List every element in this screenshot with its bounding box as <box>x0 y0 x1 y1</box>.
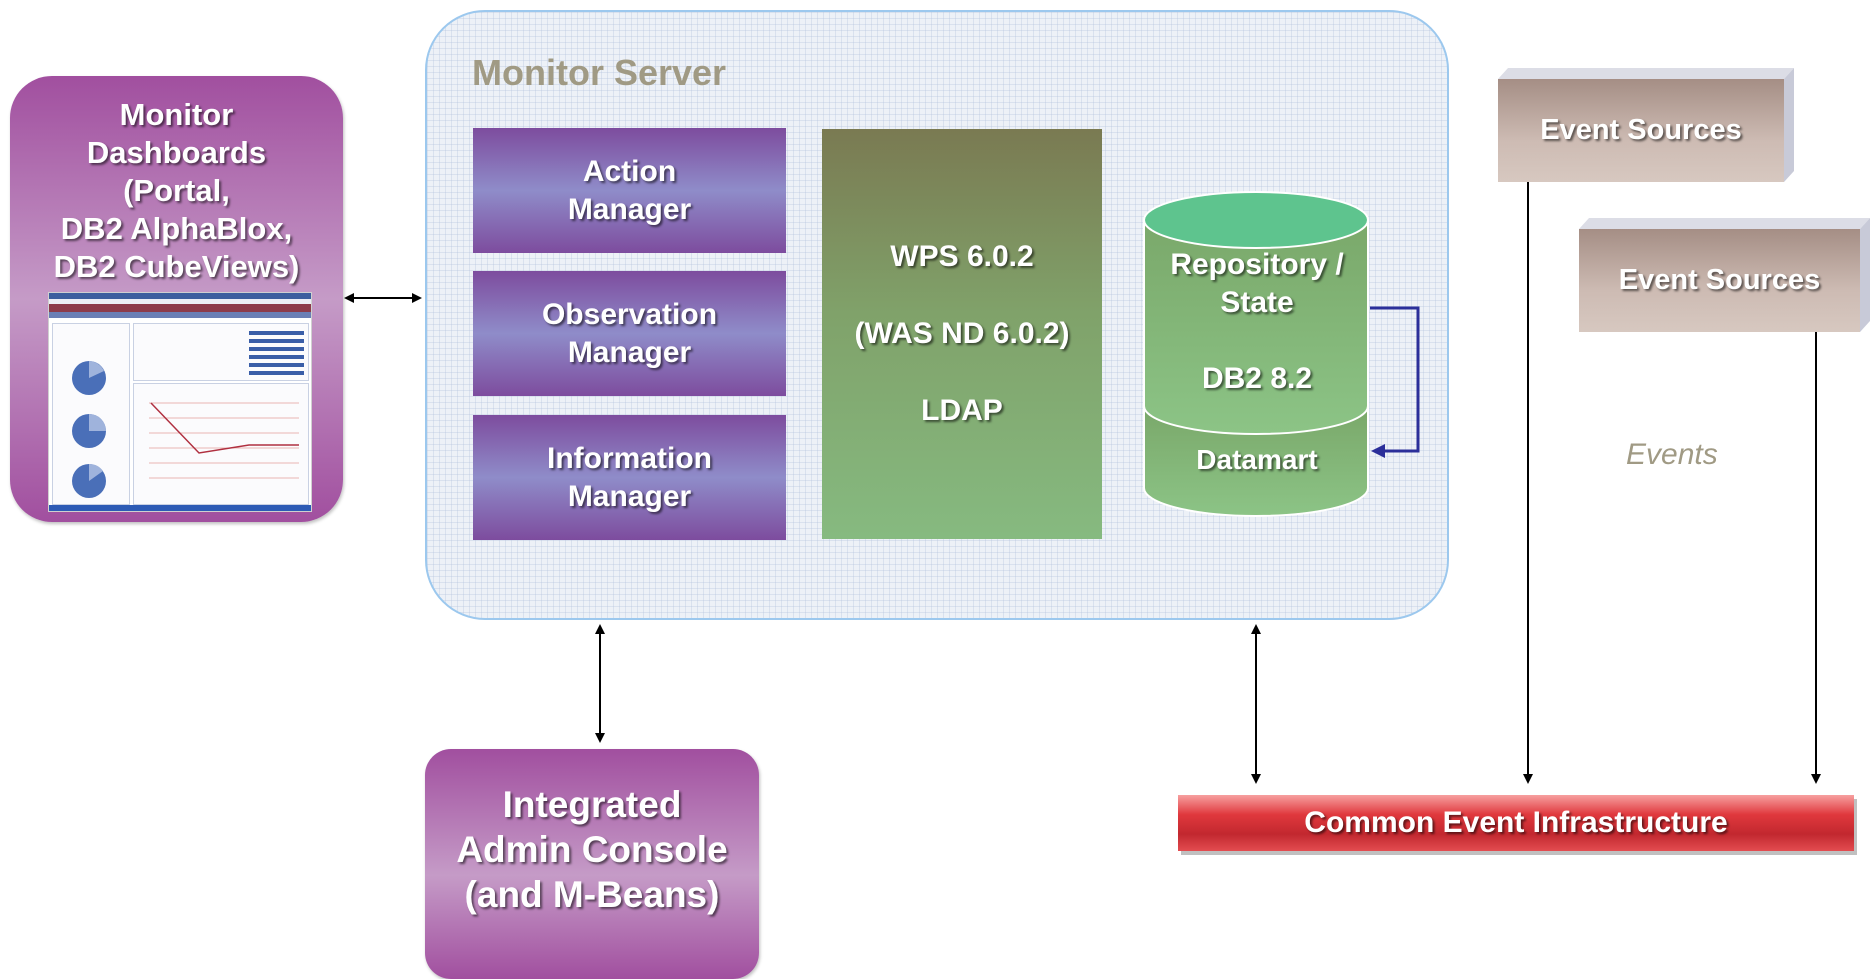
datamart-label: Datamart <box>1196 444 1318 475</box>
was-version-label: (WAS ND 6.0.2) <box>854 317 1070 350</box>
repository-cylinder <box>1143 191 1420 517</box>
dashboard-screenshot <box>48 292 312 512</box>
information-manager-box: Information Manager <box>473 415 786 540</box>
common-event-infrastructure-bar: Common Event Infrastructure <box>1178 795 1854 851</box>
event-source-label-1: Event Sources <box>1498 79 1784 182</box>
ldap-label: LDAP <box>921 394 1003 427</box>
admin-console-box: Integrated Admin Console (and M-Beans) <box>425 749 759 979</box>
admin-console-title: Integrated Admin Console (and M-Beans) <box>456 784 728 915</box>
monitor-dashboards-box: Monitor Dashboards (Portal, DB2 AlphaBlo… <box>10 76 343 522</box>
action-manager-box: Action Manager <box>473 128 786 253</box>
repository-label: Repository / State <box>1170 248 1344 319</box>
observation-manager-box: Observation Manager <box>473 271 786 396</box>
db2-version-label: DB2 8.2 <box>1201 362 1313 395</box>
platform-box: WPS 6.0.2 (WAS ND 6.0.2) LDAP <box>822 129 1102 539</box>
monitor-server-title: Monitor Server <box>472 52 727 93</box>
events-label: Events <box>1626 438 1718 471</box>
event-source-label-2: Event Sources <box>1579 229 1860 332</box>
wps-version-label: WPS 6.0.2 <box>890 240 1034 273</box>
dashboards-title: Monitor Dashboards (Portal, DB2 AlphaBlo… <box>53 97 300 284</box>
